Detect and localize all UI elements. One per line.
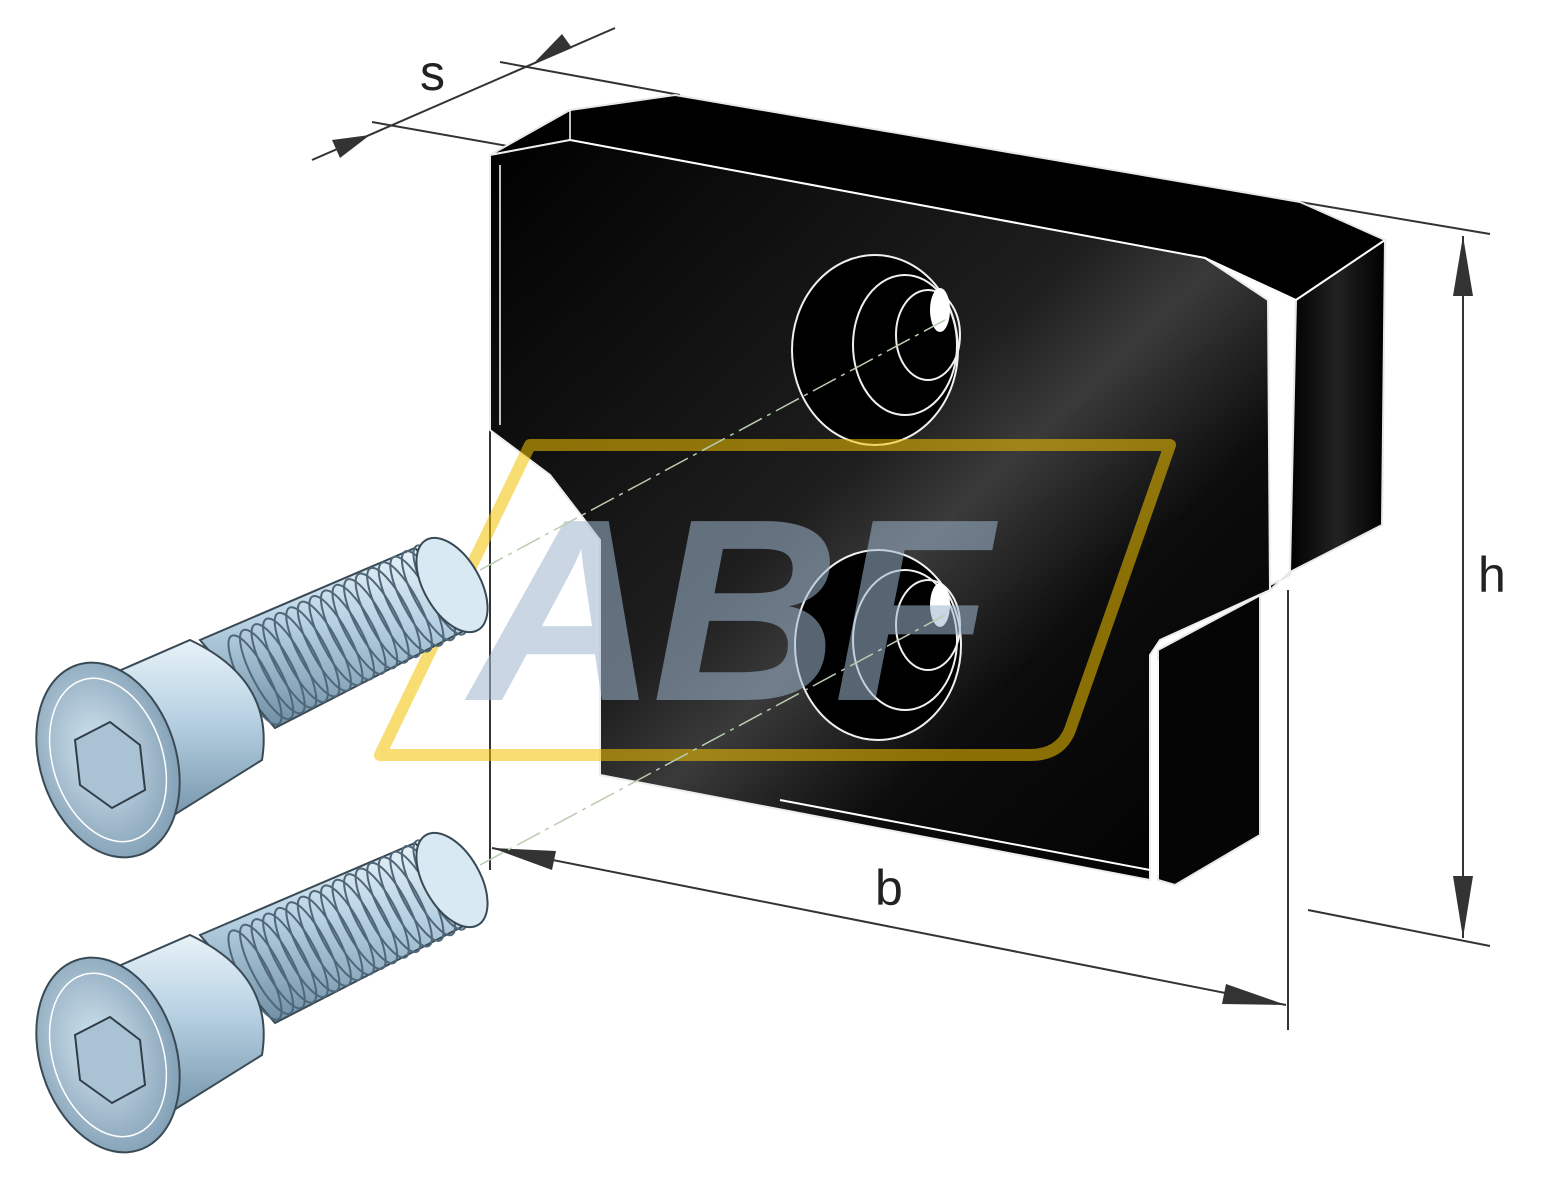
thread-ridge bbox=[343, 578, 399, 670]
upper-hole-outer-rim bbox=[791, 254, 959, 446]
upper-screw bbox=[35, 536, 489, 859]
thread-ridge bbox=[319, 589, 376, 681]
upper-screw-center-line bbox=[479, 319, 946, 571]
watermark-frame bbox=[374, 439, 1176, 761]
upper-screw-hex-socket bbox=[73, 720, 147, 810]
s-arrow-head-upper bbox=[532, 34, 572, 65]
lower-screw-threads bbox=[227, 839, 468, 1021]
thread-ridge bbox=[250, 623, 306, 715]
plate-bottom-edge-highlight bbox=[779, 799, 1151, 871]
upper-hole-through bbox=[930, 288, 950, 332]
thread-ridge bbox=[366, 566, 422, 659]
lower-hole-through bbox=[930, 583, 950, 627]
upper-hole-counterbore bbox=[852, 274, 958, 416]
thread-ridge bbox=[319, 884, 376, 976]
b-label: b bbox=[875, 860, 903, 916]
end-plate bbox=[489, 93, 1388, 887]
lower-hole-inner-bore bbox=[895, 579, 961, 671]
thread-ridge bbox=[354, 572, 410, 664]
thread-ridge bbox=[296, 895, 352, 987]
lower-hole bbox=[794, 549, 962, 741]
lower-screw bbox=[35, 831, 489, 1154]
lower-hole-outer-rim bbox=[794, 549, 962, 741]
lower-screw-hex-socket bbox=[73, 1015, 147, 1105]
thread-ridge bbox=[239, 923, 295, 1016]
thread-ridge bbox=[239, 628, 295, 721]
s-label: s bbox=[420, 45, 445, 101]
thread-ridge bbox=[273, 611, 329, 704]
s-arrow-head-lower bbox=[332, 135, 370, 158]
plate-right-edge-highlight bbox=[1277, 309, 1281, 586]
s-extension-line-top bbox=[499, 61, 681, 96]
watermark-letters: ABF bbox=[462, 466, 1000, 756]
h-extension-line-top bbox=[1299, 201, 1491, 235]
lower-screw-center-line bbox=[479, 614, 946, 866]
thread-ridge bbox=[377, 561, 433, 653]
center-lines bbox=[479, 319, 946, 866]
upper-screw-head-rim bbox=[48, 677, 168, 843]
thread-ridge bbox=[262, 912, 318, 1004]
thread-ridge bbox=[262, 617, 318, 709]
thread-ridge bbox=[285, 606, 341, 698]
upper-screw-tip bbox=[415, 536, 489, 634]
upper-hole-inner-bore bbox=[895, 289, 961, 381]
thread-ridge bbox=[273, 906, 329, 999]
b-arrow-head-right bbox=[1222, 984, 1286, 1005]
thread-ridge bbox=[308, 594, 364, 687]
thread-ridge bbox=[366, 861, 422, 954]
h-extension-line-bottom bbox=[1307, 909, 1491, 947]
thread-ridge bbox=[331, 878, 387, 971]
s-extension-line-bottom bbox=[371, 121, 531, 151]
lower-screw-tip bbox=[415, 831, 489, 929]
h-arrow-head-bottom bbox=[1453, 876, 1473, 938]
lower-screw-head-rim bbox=[48, 972, 168, 1138]
dimension-b bbox=[489, 430, 1289, 1030]
thread-ridge bbox=[308, 889, 364, 982]
h-label: h bbox=[1478, 547, 1506, 603]
lower-hole-counterbore bbox=[852, 569, 958, 711]
b-dimension-line bbox=[491, 847, 1287, 1006]
thread-ridge bbox=[285, 901, 341, 993]
upper-screw-threads bbox=[227, 544, 468, 726]
dimension-s bbox=[311, 27, 681, 161]
thread-ridge bbox=[296, 600, 352, 692]
upper-hole bbox=[791, 254, 961, 446]
thread-ridge bbox=[250, 918, 306, 1010]
b-arrow-head-left bbox=[492, 848, 556, 870]
abf-watermark: ABF bbox=[374, 439, 1176, 761]
plate-top-edge-highlight bbox=[569, 110, 1386, 301]
thread-ridge bbox=[343, 873, 399, 965]
thread-ridge bbox=[354, 867, 410, 959]
dimension-h bbox=[1299, 201, 1491, 947]
thread-ridge bbox=[377, 856, 433, 948]
h-arrow-head-top bbox=[1453, 236, 1473, 296]
thread-ridge bbox=[331, 583, 387, 676]
